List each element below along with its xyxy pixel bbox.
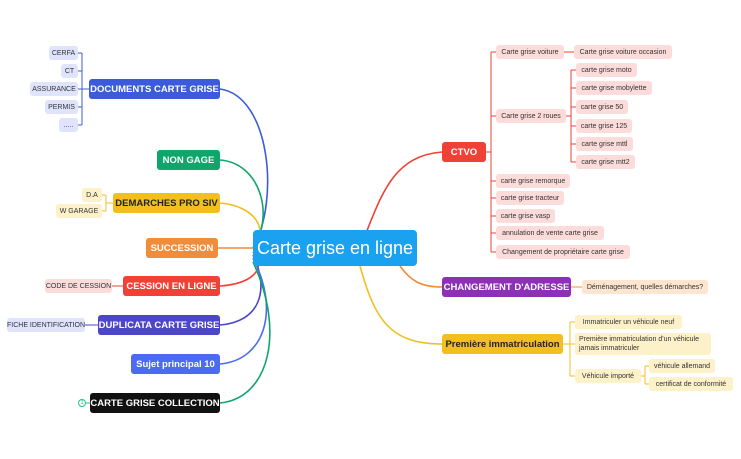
ctvo-vasp[interactable]: carte grise vasp — [496, 209, 555, 223]
ctvo-mobylette[interactable]: carte grise mobylette — [576, 81, 652, 95]
branch-ctvo[interactable]: CTVO — [442, 142, 486, 162]
central-topic[interactable]: Carte grise en ligne — [253, 230, 417, 266]
branch-cession-en-ligne[interactable]: CESSION EN LIGNE — [123, 276, 220, 296]
ctvo-voiture[interactable]: Carte grise voiture — [496, 45, 564, 59]
ctvo-125[interactable]: carte grise 125 — [576, 119, 632, 133]
doc-ct[interactable]: CT — [61, 64, 78, 78]
ctvo-voiture-occasion[interactable]: Carte grise voiture occasion — [574, 45, 672, 59]
doc-permis[interactable]: PERMIS — [45, 100, 78, 114]
ctvo-moto[interactable]: carte grise moto — [576, 63, 637, 77]
demarche-da[interactable]: D.A — [82, 188, 102, 202]
importe-vehicule-allemand[interactable]: véhicule allemand — [649, 359, 715, 373]
ctvo-remorque[interactable]: carte grise remorque — [496, 174, 570, 188]
branch-changement-adresse[interactable]: CHANGEMENT D'ADRESSE — [442, 277, 571, 297]
ctvo-50[interactable]: carte grise 50 — [576, 100, 628, 114]
ctvo-changement-proprietaire[interactable]: Changement de propriétaire carte grise — [496, 245, 630, 259]
branch-sujet-principal-10[interactable]: Sujet principal 10 — [131, 354, 220, 374]
branch-duplicata-carte-grise[interactable]: DUPLICATA CARTE GRISE — [98, 315, 220, 335]
ctvo-mtt2[interactable]: carte grise mtt2 — [576, 155, 635, 169]
branch-premiere-immatriculation[interactable]: Première immatriculation — [442, 334, 563, 354]
ctvo-mttl[interactable]: carte grise mttl — [576, 137, 633, 151]
ctvo-2-roues[interactable]: Carte grise 2 roues — [496, 109, 566, 123]
branch-documents-carte-grise[interactable]: DOCUMENTS CARTE GRISE — [89, 79, 220, 99]
premiere-vehicule-neuf[interactable]: Immatriculer un véhicule neuf — [575, 315, 682, 329]
premiere-vehicule-importe[interactable]: Véhicule importé — [575, 369, 641, 383]
duplicata-fiche-identification[interactable]: FICHE IDENTIFICATION — [7, 318, 85, 332]
doc-more[interactable]: ..... — [59, 118, 78, 132]
ctvo-tracteur[interactable]: carte grise tracteur — [496, 191, 564, 205]
branch-demarches-pro-siv[interactable]: DEMARCHES PRO SIV — [113, 193, 220, 213]
branch-succession[interactable]: SUCCESSION — [146, 238, 218, 258]
branch-carte-grise-collection[interactable]: CARTE GRISE COLLECTION — [90, 393, 220, 413]
doc-cerfa[interactable]: CERFA — [49, 46, 78, 60]
ctvo-annulation-vente[interactable]: annulation de vente carte grise — [496, 226, 604, 240]
cession-code[interactable]: CODE DE CESSION — [45, 279, 112, 293]
premiere-jamais-immatricule[interactable]: Première immatriculation d'un véhicule j… — [575, 333, 711, 355]
collapsed-count-badge[interactable]: 1 — [78, 399, 86, 407]
demarche-w-garage[interactable]: W GARAGE — [56, 204, 102, 218]
branch-non-gage[interactable]: NON GAGE — [157, 150, 220, 170]
changement-demenagement[interactable]: Déménagement, quelles démarches? — [582, 280, 708, 294]
doc-assurance[interactable]: ASSURANCE — [30, 82, 78, 96]
importe-certificat-conformite[interactable]: certificat de conformité — [649, 377, 733, 391]
